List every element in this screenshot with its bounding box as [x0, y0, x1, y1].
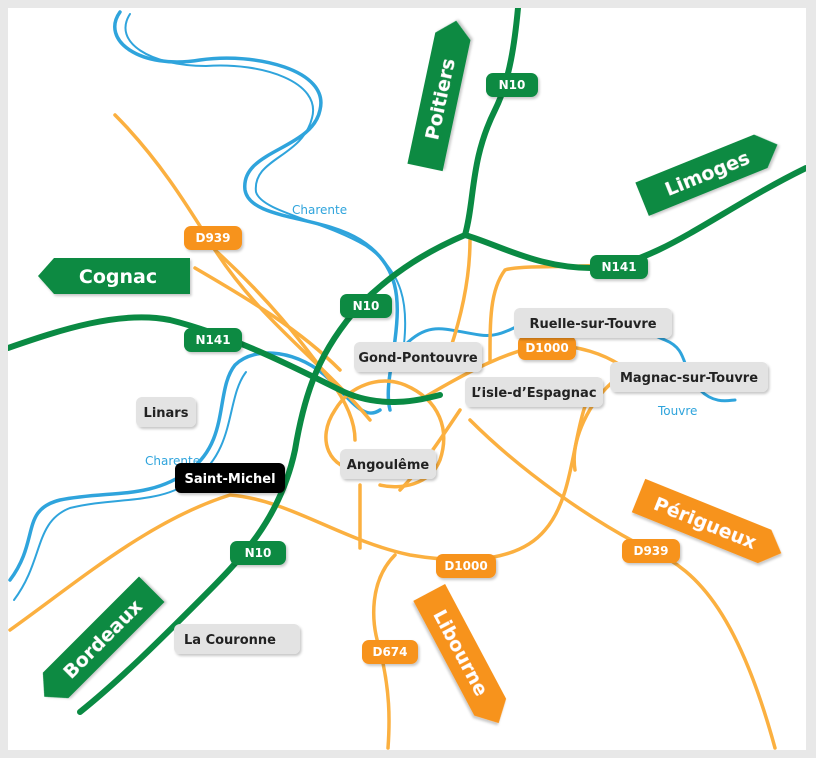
town-isle-espagnac[interactable]: L’isle-d’Espagnac [465, 377, 603, 407]
road-label-d1000-north: D1000 [518, 336, 576, 360]
road-label-d674: D674 [362, 640, 418, 664]
map: Poitiers Limoges Cognac Périgueux Bordea… [8, 8, 806, 750]
svg-text:L’isle-d’Espagnac: L’isle-d’Espagnac [471, 386, 596, 401]
destination-poitiers[interactable]: Poitiers [407, 17, 473, 172]
svg-text:Gond-Pontouvre: Gond-Pontouvre [358, 351, 478, 366]
svg-text:D1000: D1000 [444, 559, 487, 573]
road-magnac-link [572, 378, 617, 472]
road-label-n141-east: N141 [590, 255, 648, 279]
road-label-n10-north: N10 [486, 73, 538, 97]
town-angouleme[interactable]: Angoulême [340, 449, 436, 479]
svg-text:N10: N10 [353, 299, 380, 313]
town-magnac[interactable]: Magnac-sur-Touvre [610, 362, 768, 392]
river-charente-north [113, 10, 400, 412]
svg-text:D939: D939 [633, 544, 668, 558]
road-label-d1000-south: D1000 [436, 554, 496, 578]
town-la-couronne[interactable]: La Couronne [174, 624, 300, 654]
svg-text:Magnac-sur-Touvre: Magnac-sur-Touvre [620, 371, 758, 386]
destination-bordeaux[interactable]: Bordeaux [32, 576, 165, 710]
map-frame: Poitiers Limoges Cognac Périgueux Bordea… [8, 8, 806, 750]
destination-cognac-label: Cognac [79, 266, 157, 288]
destination-limoges[interactable]: Limoges [635, 128, 784, 216]
svg-text:La Couronne: La Couronne [184, 633, 276, 648]
road-d1000-south [8, 378, 602, 632]
svg-text:Linars: Linars [144, 406, 189, 421]
svg-text:D1000: D1000 [525, 341, 568, 355]
road-label-n141-west: N141 [184, 328, 242, 352]
destination-libourne[interactable]: Libourne [413, 583, 514, 732]
road-label-d939-east: D939 [622, 539, 680, 563]
svg-text:D939: D939 [195, 231, 230, 245]
svg-text:Angoulême: Angoulême [347, 458, 430, 473]
river-charente-west-branch [13, 371, 247, 601]
road-label-d939-north: D939 [184, 226, 242, 250]
svg-text:N141: N141 [195, 333, 230, 347]
road-label-n10-center: N10 [340, 294, 392, 318]
town-linars[interactable]: Linars [136, 397, 196, 427]
road-d939-east [468, 418, 777, 750]
svg-text:N10: N10 [499, 78, 526, 92]
river-charente-north-branch [124, 13, 407, 345]
svg-text:N141: N141 [601, 260, 636, 274]
town-ruelle[interactable]: Ruelle-sur-Touvre [514, 308, 672, 338]
town-gond-pontouvre[interactable]: Gond-Pontouvre [354, 342, 482, 372]
svg-text:Saint-Michel: Saint-Michel [184, 472, 275, 487]
river-label-charente-north: Charente [292, 203, 347, 217]
svg-text:D674: D674 [372, 645, 407, 659]
destination-cognac[interactable]: Cognac [38, 258, 190, 294]
road-label-n10-south: N10 [230, 541, 286, 565]
road-gond-north [448, 238, 472, 352]
road-n141-east [462, 165, 806, 272]
svg-text:N10: N10 [245, 546, 272, 560]
river-label-touvre: Touvre [657, 404, 697, 418]
svg-text:Ruelle-sur-Touvre: Ruelle-sur-Touvre [529, 317, 656, 332]
town-saint-michel[interactable]: Saint-Michel [175, 463, 285, 493]
road-n10 [77, 8, 521, 715]
destination-bordeaux-label: Bordeaux [59, 596, 147, 684]
